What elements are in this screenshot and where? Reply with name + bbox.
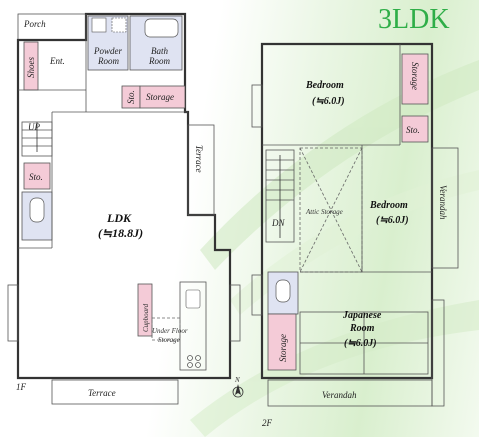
left-storage	[23, 162, 51, 190]
side-terrace	[187, 124, 215, 216]
floor-2-label: 2F	[262, 418, 273, 428]
attic-storage-label: Attic Storage	[305, 208, 343, 216]
bottom-verandah-label: Verandah	[322, 390, 357, 400]
small-storage-label: Sto.	[126, 90, 136, 104]
bath-room-label-2: Room	[148, 56, 170, 66]
porch-label: Porch	[23, 19, 46, 29]
stairs-2f	[265, 149, 295, 243]
side-terrace-label: Terrace	[194, 145, 204, 173]
top-small-storage-label: Sto.	[406, 125, 420, 135]
storage-label: Storage	[146, 92, 174, 102]
background-swoosh	[190, 60, 479, 437]
japanese-room-label-2: Room	[349, 323, 375, 334]
bottom-terrace-label: Terrace	[88, 388, 116, 398]
side-verandah-label: Verandah	[438, 185, 448, 220]
shoes-label: Shoes	[26, 57, 36, 78]
japanese-room-size: (≒6.0J)	[344, 338, 377, 349]
floor-1: Porch Shoes Ent. Powder Room Bath Room S…	[7, 12, 241, 405]
bottom-terrace	[51, 379, 179, 405]
left-storage-2f	[267, 313, 297, 371]
top-bedroom-label: Bedroom	[305, 80, 344, 91]
japanese-room-label-1: Japanese	[342, 310, 382, 321]
powder-room-label-1: Powder	[93, 46, 122, 56]
powder-room-label-2: Room	[97, 56, 119, 66]
floor-2: Bedroom (≒6.0J) Storage Sto. Bedroom (≒6…	[251, 42, 459, 428]
compass-north-label: N	[234, 376, 240, 384]
mid-bedroom-size: (≒6.0J)	[376, 215, 409, 226]
plan-title: 3LDK	[378, 4, 450, 35]
ldk-label: LDK	[106, 211, 132, 225]
top-bedroom-size: (≒6.0J)	[312, 96, 345, 107]
mid-bedroom-label: Bedroom	[369, 200, 408, 211]
bath-room-label-1: Bath	[151, 46, 168, 56]
left-storage-label: Sto.	[29, 172, 43, 182]
under-floor-label-1: Under Floor	[152, 327, 188, 335]
top-storage	[401, 53, 429, 105]
floor-1-label: 1F	[16, 382, 27, 392]
top-storage-label: Storage	[410, 62, 420, 90]
storage-room	[139, 85, 186, 109]
left-storage-2f-label: Storage	[278, 334, 288, 362]
cupboard-label: Cupboard	[142, 303, 150, 332]
side-verandah	[431, 147, 459, 269]
compass: N	[232, 376, 244, 398]
ldk-size: (≒18.8J)	[98, 226, 143, 240]
up-label: UP	[28, 122, 40, 132]
under-floor-label-2: Storage	[158, 336, 180, 344]
dn-label: DN	[271, 218, 285, 228]
entrance-label: Ent.	[49, 56, 65, 66]
top-small-storage	[401, 115, 429, 143]
cupboard	[137, 283, 153, 337]
